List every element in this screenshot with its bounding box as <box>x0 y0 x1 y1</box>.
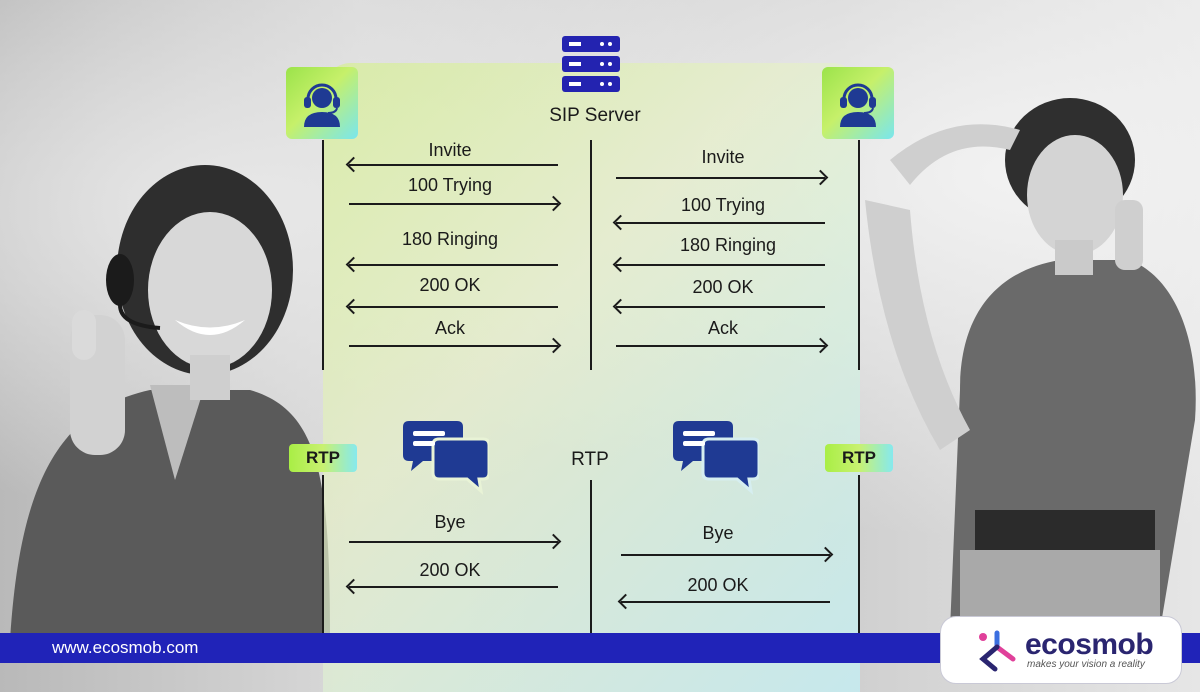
rtp-center-label: RTP <box>571 449 609 470</box>
msg-left-bye: Bye <box>434 512 466 532</box>
msg-left-trying: 100 Trying <box>407 175 493 195</box>
msg-left-invite: Invite <box>428 140 472 160</box>
msg-left-ok: 200 OK <box>419 275 481 295</box>
ecosmob-logo-mark-icon <box>979 630 1016 672</box>
msg-right-trying: 100 Trying <box>680 195 766 215</box>
arrow-left-trying <box>349 203 558 205</box>
msg-right-bye-ok: 200 OK <box>687 575 749 595</box>
ecosmob-logo-card[interactable]: ecosmob makes your vision a reality <box>940 616 1182 684</box>
msg-right-invite: Invite <box>701 147 745 167</box>
server-label: SIP Server <box>549 105 641 126</box>
arrow-left-ack <box>349 345 558 347</box>
msg-left-bye-ok: 200 OK <box>419 560 481 580</box>
msg-right-ack: Ack <box>707 318 738 338</box>
rtp-badge-right: RTP <box>825 444 893 472</box>
arrow-right-invite <box>616 177 825 179</box>
headset-agent-icon <box>840 83 876 127</box>
server-lifeline-lower <box>590 480 592 633</box>
arrow-left-bye <box>349 541 558 543</box>
chat-bubbles-icon <box>403 421 489 495</box>
left-lifeline-lower <box>322 475 324 633</box>
server-icon <box>562 36 620 92</box>
logo-tagline: makes your vision a reality <box>1027 659 1145 670</box>
left-agent-badge <box>286 67 358 139</box>
left-lifeline <box>322 140 324 370</box>
arrow-right-ringing <box>616 264 825 266</box>
chat-bubbles-icon <box>673 421 759 495</box>
server-lifeline <box>590 140 592 370</box>
right-customer-photo <box>865 98 1196 630</box>
arrow-left-ringing <box>349 264 558 266</box>
arrow-right-trying <box>616 222 825 224</box>
msg-left-ack: Ack <box>434 318 465 338</box>
arrow-right-bye <box>621 554 830 556</box>
right-lifeline <box>858 140 860 370</box>
msg-right-ringing: 180 Ringing <box>679 235 777 255</box>
right-lifeline-lower <box>858 475 860 633</box>
msg-right-bye: Bye <box>702 523 734 543</box>
footer-website-link[interactable]: www.ecosmob.com <box>52 638 199 657</box>
arrow-right-bye-ok <box>621 601 830 603</box>
rtp-badge-left: RTP <box>289 444 357 472</box>
right-agent-badge <box>822 67 894 139</box>
arrow-left-invite <box>349 164 558 166</box>
msg-left-ringing: 180 Ringing <box>401 229 499 249</box>
headset-agent-icon <box>304 83 340 127</box>
logo-name: ecosmob <box>1025 628 1154 661</box>
left-agent-photo <box>10 165 330 640</box>
msg-right-ok: 200 OK <box>692 277 754 297</box>
arrow-left-ok <box>349 306 558 308</box>
arrow-right-ok <box>616 306 825 308</box>
arrow-left-bye-ok <box>349 586 558 588</box>
arrow-right-ack <box>616 345 825 347</box>
